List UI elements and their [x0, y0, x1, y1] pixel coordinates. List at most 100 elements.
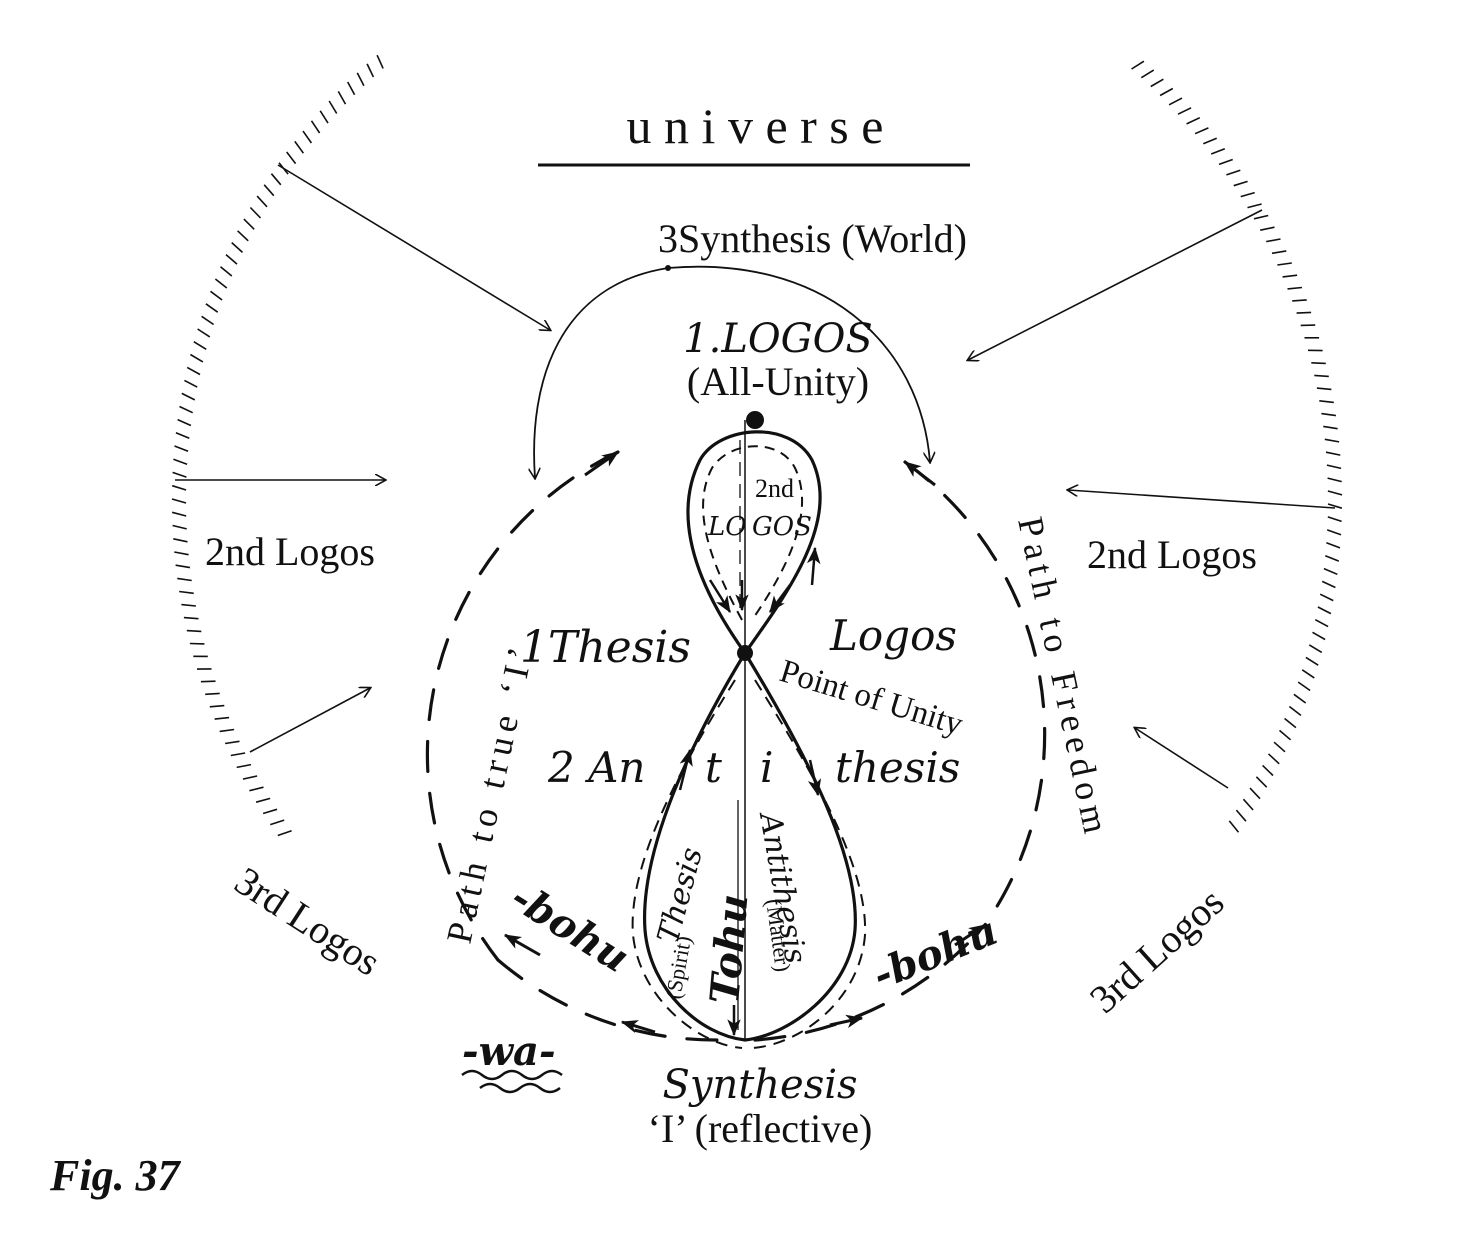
- hatch-mark: [231, 753, 245, 756]
- hatch-mark: [1272, 251, 1286, 253]
- hatch-mark: [182, 393, 195, 400]
- inner-thesis: Thesis: [651, 844, 710, 947]
- hatch-mark: [1328, 517, 1342, 522]
- hatch-mark: [264, 185, 274, 196]
- inner-spirit: (Spirit): [660, 934, 696, 1001]
- hatch-mark: [174, 552, 188, 555]
- hatch-mark: [1219, 160, 1233, 165]
- synthesis-bottom: Synthesis: [662, 1062, 857, 1108]
- hatch-mark: [221, 267, 232, 276]
- hatch-mark: [184, 380, 197, 387]
- hatch-mark: [263, 809, 277, 813]
- hatch-mark: [295, 141, 304, 153]
- hatch-mark: [1280, 730, 1291, 739]
- hatch-mark: [202, 316, 214, 324]
- hatch-mark: [1326, 452, 1340, 455]
- hatch-mark: [187, 631, 202, 632]
- hatch-mark: [278, 831, 292, 836]
- hatch-mark: [173, 539, 187, 542]
- hatch-mark: [1269, 754, 1280, 764]
- hatch-mark: [1241, 193, 1255, 197]
- point-of-unity-label: Point of Unity: [776, 653, 968, 743]
- hatch-mark: [1256, 777, 1266, 787]
- hatch-mark: [215, 718, 230, 720]
- hatch-mark: [1263, 765, 1273, 775]
- antithesis-i: i: [760, 743, 773, 792]
- hatch-mark: [175, 446, 189, 451]
- hatch-mark: [1260, 227, 1274, 230]
- hatch-mark: [1318, 607, 1331, 614]
- wa-label: -wa-: [462, 1028, 556, 1075]
- hatch-mark: [270, 820, 284, 825]
- hatch-mark: [1328, 478, 1342, 482]
- hatch-mark: [1195, 128, 1208, 134]
- hatch-mark: [1327, 465, 1341, 468]
- hatch-mark: [181, 605, 196, 606]
- hatch-mark: [1277, 263, 1291, 265]
- hatch-mark: [1178, 108, 1191, 114]
- hatch-mark: [210, 706, 225, 707]
- hatch-mark: [1327, 530, 1341, 535]
- hatch-mark: [320, 111, 328, 123]
- i-reflective: ‘I’ (reflective): [648, 1106, 873, 1151]
- hatch-mark: [1311, 363, 1326, 364]
- hatch-mark: [1283, 275, 1298, 277]
- hatch-mark: [220, 730, 234, 732]
- figure-number: Fig. 37: [50, 1150, 180, 1201]
- hatch-mark: [176, 433, 189, 439]
- hatch-mark: [243, 776, 257, 779]
- hatch-mark: [1314, 375, 1329, 376]
- hatch-mark: [206, 304, 218, 312]
- hatch-mark: [1229, 821, 1238, 832]
- hatch-mark: [194, 342, 206, 350]
- hatch-mark: [1226, 170, 1240, 175]
- logos-label: 1.LOGOS: [683, 316, 873, 362]
- hatch-mark: [1211, 149, 1225, 154]
- inner-gos: GOS: [752, 512, 812, 542]
- hatch-mark: [198, 329, 210, 337]
- hatch-mark: [1132, 61, 1144, 69]
- hatch-mark: [1313, 632, 1326, 639]
- hatch-mark: [1317, 388, 1332, 389]
- hatch-mark: [377, 55, 383, 68]
- third-logos-right: 3rd Logos: [1081, 879, 1232, 1022]
- hatch-mark: [1248, 204, 1262, 208]
- hatch-mark: [1254, 216, 1268, 219]
- all-unity-dot: [746, 411, 764, 429]
- hatch-mark: [256, 798, 270, 802]
- hatch-mark: [271, 174, 280, 185]
- point-of-unity-dot: [737, 645, 753, 661]
- hatch-mark: [1325, 556, 1339, 561]
- inner-lo: LO: [707, 512, 747, 542]
- hatch-mark: [249, 787, 263, 791]
- hatch-mark: [1298, 682, 1310, 690]
- hatch-mark: [215, 279, 226, 288]
- hatch-mark: [244, 219, 254, 229]
- hatch-mark: [179, 592, 194, 594]
- antithesis-rest: thesis: [835, 743, 960, 792]
- hatch-mark: [1243, 799, 1253, 810]
- hatch-mark: [367, 64, 373, 77]
- hatch-mark: [1306, 657, 1318, 665]
- logos-point-label: Logos: [829, 611, 957, 660]
- hatch-mark: [178, 420, 191, 426]
- inner-2nd: 2nd: [755, 474, 794, 503]
- hatch-mark: [211, 291, 223, 300]
- hatch-mark: [1315, 620, 1328, 627]
- synthesis-world-label: 3Synthesis (World): [658, 216, 967, 261]
- hatch-mark: [187, 367, 200, 374]
- hatch-mark: [1302, 670, 1314, 678]
- synthesis-dot: [665, 265, 671, 271]
- hatch-mark: [173, 459, 187, 464]
- hatch-mark: [303, 131, 311, 143]
- hatch-mark: [226, 255, 237, 265]
- hatch-mark: [1297, 312, 1312, 313]
- hatch-mark: [1203, 138, 1216, 144]
- hatch-mark: [180, 407, 193, 413]
- all-unity-label: (All-Unity): [687, 359, 869, 404]
- antithesis-t: t: [705, 743, 722, 792]
- hatch-mark: [172, 512, 186, 516]
- hatch-mark: [201, 681, 216, 682]
